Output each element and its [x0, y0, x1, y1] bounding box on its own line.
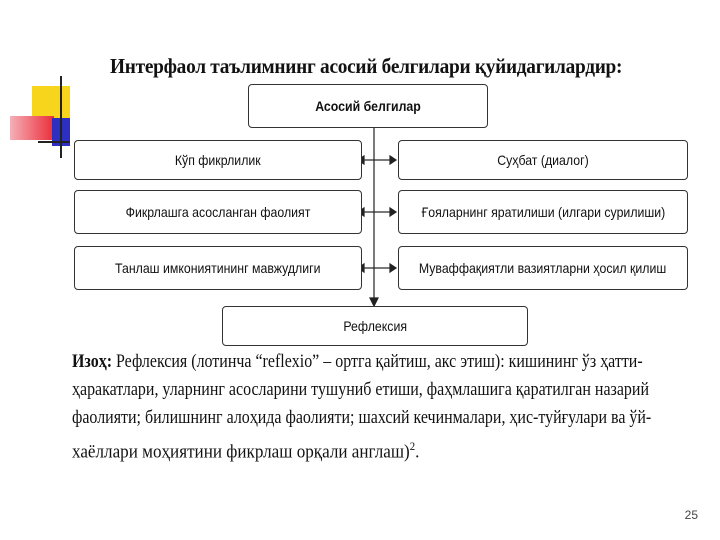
left-box-1: Кўп фикрлилик [74, 140, 362, 180]
trunk-arrowhead [369, 297, 379, 308]
note-line-3: фаолияти; билишнинг алоҳида фаолияти; ша… [72, 407, 652, 428]
decor-vertical-line [60, 76, 62, 158]
note-line-4-text: хаёллари моҳиятини фикрлаш орқали англаш… [72, 441, 410, 463]
note-end: . [415, 441, 420, 463]
left-box-2: Фикрлашга асосланган фаолият [74, 190, 362, 234]
arrow-right-1 [389, 154, 398, 166]
note-line-1-text: Рефлексия (лотинча “reflexio” – ортга қа… [116, 351, 643, 372]
left-box-1-label: Кўп фикрлилик [175, 152, 261, 168]
bottom-label: Рефлексия [343, 318, 407, 334]
right-box-3: Муваффақиятли вазиятларни ҳосил қилиш [398, 246, 688, 290]
arrow-right-3 [389, 262, 398, 274]
right-box-2: Ғояларнинг яратилиши (илгари сурилиши) [398, 190, 688, 234]
root-box: Асосий белгилар [248, 84, 488, 128]
note-line-2: ҳаракатлари, уларнинг асосларини тушуниб… [72, 379, 650, 400]
right-box-3-label: Муваффақиятли вазиятларни ҳосил қилиш [419, 260, 667, 276]
left-box-3: Танлаш имкониятининг мавжудлиги [74, 246, 362, 290]
decor-blue-square [52, 118, 74, 146]
note-paragraph: Изоҳ: Рефлексия (лотинча “reflexio” – ор… [72, 348, 692, 466]
arrow-right-2 [389, 206, 398, 218]
left-box-3-label: Танлаш имкониятининг мавжудлиги [115, 260, 321, 276]
root-label: Асосий белгилар [315, 98, 421, 114]
bottom-box: Рефлексия [222, 306, 528, 346]
right-box-2-label: Ғояларнинг яратилиши (илгари сурилиши) [421, 204, 665, 220]
footnote-marker: 2 [409, 439, 416, 453]
right-box-1-label: Суҳбат (диалог) [497, 152, 589, 168]
page-number: 25 [684, 508, 698, 522]
decor-horizontal-line [38, 141, 80, 143]
left-box-2-label: Фикрлашга асосланган фаолият [125, 204, 311, 220]
page-title: Интерфаол таълимнинг асосий белгилари қу… [110, 54, 623, 78]
right-box-1: Суҳбат (диалог) [398, 140, 688, 180]
note-line-1: Изоҳ: Рефлексия (лотинча “reflexio” – ор… [72, 348, 643, 376]
note-line-4: хаёллари моҳиятини фикрлаш орқали англаш… [72, 432, 630, 466]
decor-red-bar [10, 116, 54, 140]
note-label: Изоҳ: [72, 351, 113, 372]
